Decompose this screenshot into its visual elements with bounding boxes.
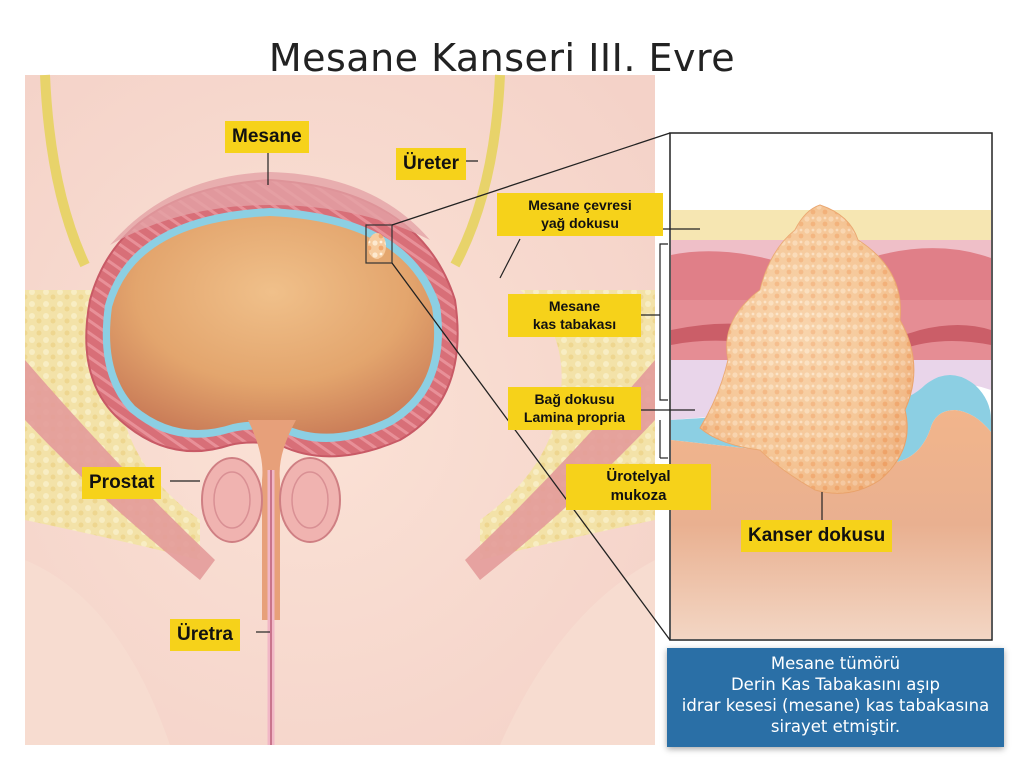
label-mesane-cevresi-line2: yağ dokusu: [541, 214, 619, 231]
info-line4: sirayet etmiştir.: [770, 717, 901, 737]
label-urotelyal-line2: mukoza: [610, 486, 667, 504]
page-title: Mesane Kanseri III. Evre: [268, 36, 736, 80]
label-kanser-dokusu: Kanser dokusu: [741, 520, 893, 552]
label-mesane-cevresi-line1: Mesane çevresi: [528, 197, 632, 213]
label-bag-dokusu: Bağ dokusu Lamina propria: [508, 387, 641, 430]
info-box: Mesane tümörü Derin Kas Tabakasını aşıp …: [667, 648, 1004, 747]
info-line1: Mesane tümörü: [770, 654, 901, 673]
label-urotelyal: Ürotelyal mukoza: [566, 464, 711, 510]
label-bag-dokusu-line2: Lamina propria: [523, 408, 626, 425]
label-mesane-kas-line2: kas tabakası: [532, 315, 617, 332]
label-prostat: Prostat: [82, 467, 162, 499]
label-urotelyal-line1: Ürotelyal: [606, 468, 671, 485]
label-ureter: Üreter: [396, 148, 466, 180]
label-mesane-kas: Mesane kas tabakası: [508, 294, 641, 337]
info-line2: Derin Kas Tabakasını aşıp: [730, 675, 941, 695]
label-mesane: Mesane: [225, 121, 309, 153]
label-bag-dokusu-line1: Bağ dokusu: [534, 391, 615, 407]
info-line3: idrar kesesi (mesane) kas tabakasına: [681, 696, 990, 716]
label-mesane-kas-line1: Mesane: [548, 298, 601, 314]
label-mesane-cevresi: Mesane çevresi yağ dokusu: [497, 193, 663, 236]
label-uretra: Üretra: [170, 619, 240, 651]
